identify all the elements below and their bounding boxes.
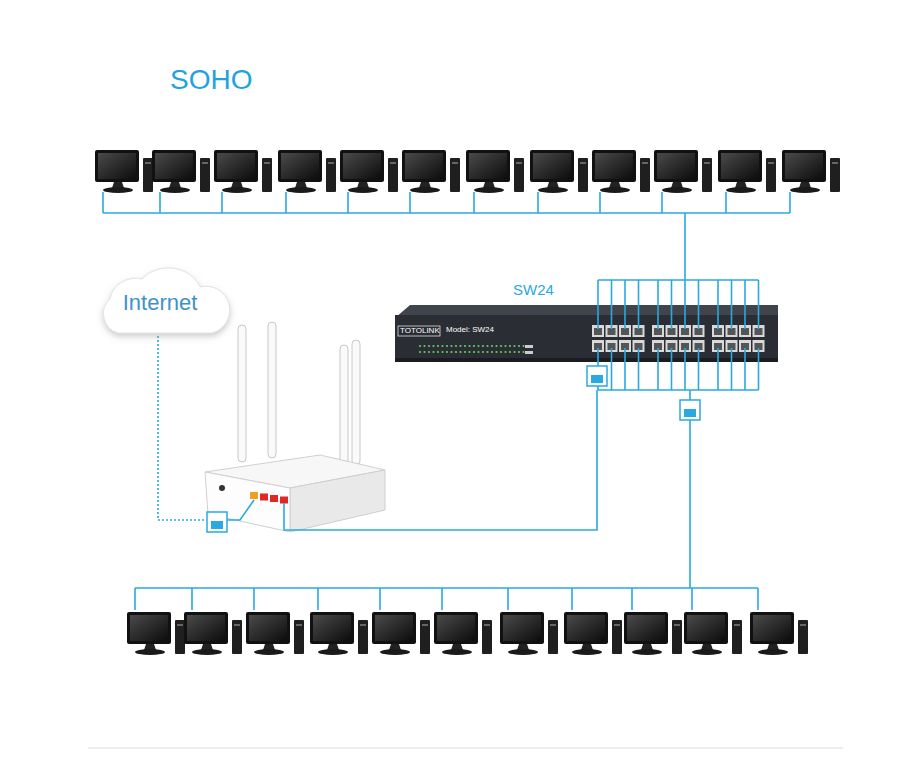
computer-icon — [340, 150, 398, 193]
connector-plug — [680, 400, 700, 420]
network-wire — [789, 192, 791, 213]
network-wire — [134, 588, 136, 610]
connector-plug — [587, 366, 607, 386]
network-wire — [409, 192, 411, 213]
computer-icon — [152, 150, 210, 193]
network-wire — [657, 348, 659, 390]
computer-icon — [750, 612, 808, 655]
network-wire — [473, 192, 475, 213]
computer-icon — [246, 612, 304, 655]
network-wire — [624, 348, 626, 390]
network-wire — [698, 280, 700, 329]
computer-icon — [434, 612, 492, 655]
network-wire — [611, 348, 613, 390]
computer-icon — [782, 150, 840, 193]
network-wire — [379, 588, 381, 610]
network-wire — [597, 280, 599, 329]
network-wire — [598, 389, 759, 391]
computer-icon — [214, 150, 272, 193]
network-wire — [684, 213, 686, 280]
computer-icon — [184, 612, 242, 655]
computer-icon — [592, 150, 650, 193]
network-wire — [317, 588, 319, 610]
network-wire — [717, 280, 719, 329]
computer-icon — [310, 612, 368, 655]
network-wire — [285, 192, 287, 213]
router-device — [205, 322, 385, 532]
network-wire — [731, 280, 733, 329]
network-wire — [599, 192, 601, 213]
network-wire — [159, 192, 161, 213]
footer-rule — [88, 748, 843, 749]
network-wire — [347, 192, 349, 213]
computer-icon — [372, 612, 430, 655]
brand-label: TOTOLINK — [400, 327, 440, 335]
network-wire — [638, 348, 640, 390]
computer-icon — [278, 150, 336, 193]
network-wire — [102, 192, 104, 213]
network-wire — [691, 588, 693, 610]
network-wire — [657, 280, 659, 329]
computer-icon — [127, 612, 185, 655]
network-wire — [717, 348, 719, 390]
cloud-outline — [103, 268, 229, 333]
computer-icon — [466, 150, 524, 193]
network-wire — [537, 192, 539, 213]
network-wire — [744, 348, 746, 390]
computer-icon — [684, 612, 742, 655]
network-wire — [671, 348, 673, 390]
network-wire — [191, 588, 193, 610]
network-wire — [227, 500, 254, 520]
diagram-title: SOHO — [170, 64, 252, 96]
computer-icon — [530, 150, 588, 193]
network-wire — [158, 336, 205, 520]
network-wire — [661, 192, 663, 213]
computer-icon — [500, 612, 558, 655]
computer-icon — [624, 612, 682, 655]
device-heading: SW24 — [513, 281, 554, 298]
computer-icon — [654, 150, 712, 193]
connector-plug — [207, 512, 227, 532]
network-wire — [571, 588, 573, 610]
network-wire — [135, 587, 758, 589]
network-wire — [253, 588, 255, 610]
network-wire — [684, 280, 686, 329]
network-wire — [611, 280, 613, 329]
network-wire — [758, 280, 760, 329]
model-label: Model: SW24 — [446, 326, 494, 334]
network-wire — [671, 280, 673, 329]
network-wire — [638, 280, 640, 329]
network-wire — [725, 192, 727, 213]
internet-cloud: Internet — [90, 257, 230, 337]
network-wire — [441, 588, 443, 610]
network-wire — [757, 588, 759, 610]
network-wire — [103, 212, 790, 214]
network-wire — [684, 348, 686, 390]
network-wire — [758, 348, 760, 390]
network-wire — [598, 279, 759, 281]
computer-icon — [95, 150, 153, 193]
network-wire — [624, 280, 626, 329]
computer-icon — [564, 612, 622, 655]
network-wire — [731, 348, 733, 390]
network-wire — [744, 280, 746, 329]
cloud-label: Internet — [123, 278, 198, 316]
network-wire — [507, 588, 509, 610]
computer-icon — [718, 150, 776, 193]
network-wire — [284, 390, 597, 530]
network-wire — [631, 588, 633, 610]
computer-icon — [402, 150, 460, 193]
switch-device — [395, 305, 778, 362]
network-wire — [221, 192, 223, 213]
network-wire — [698, 348, 700, 390]
